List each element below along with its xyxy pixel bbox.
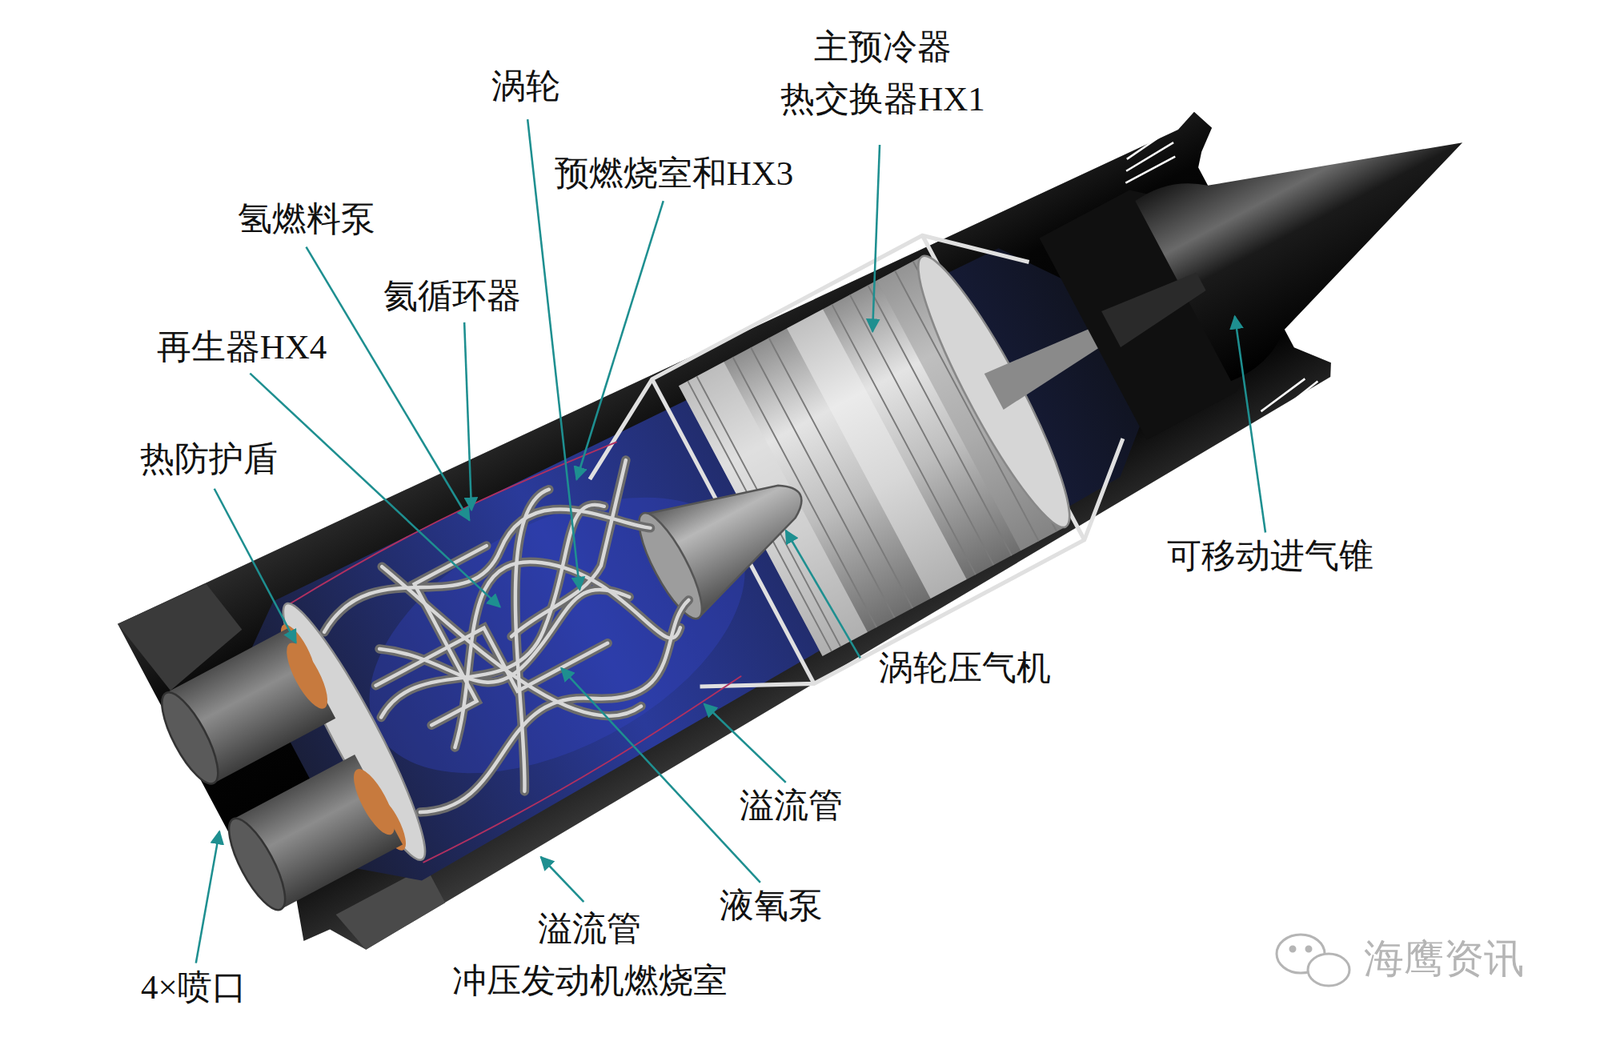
watermark-icon bbox=[1290, 946, 1296, 952]
leader-lines bbox=[704, 704, 786, 783]
part-label: 预燃烧室和HX3 bbox=[554, 148, 794, 201]
watermark-icon bbox=[1307, 954, 1350, 987]
leader-lines bbox=[196, 831, 220, 963]
intake-serrations bbox=[1124, 142, 1175, 172]
nozzles bbox=[279, 637, 336, 714]
pipework bbox=[416, 676, 749, 864]
pipework bbox=[379, 533, 636, 725]
pipework bbox=[376, 580, 609, 749]
leader-lines bbox=[541, 857, 585, 903]
nozzles bbox=[148, 620, 413, 923]
intake-cone bbox=[1101, 263, 1212, 348]
pipework bbox=[284, 429, 617, 615]
leader-lines bbox=[561, 668, 761, 883]
engine-cutaway bbox=[112, 0, 1556, 984]
part-label: 氢燃料泵 bbox=[237, 193, 376, 246]
intake-cone bbox=[1039, 41, 1517, 441]
nozzles bbox=[345, 763, 402, 840]
nozzles bbox=[218, 811, 296, 918]
part-label: 可移动进气锥 bbox=[1166, 530, 1374, 583]
pipework bbox=[376, 580, 609, 749]
pipework bbox=[339, 499, 650, 732]
rear-flap bbox=[336, 866, 448, 955]
part-label: 再生器HX4 bbox=[156, 321, 328, 374]
leader-lines bbox=[249, 373, 500, 608]
leader-lines bbox=[464, 322, 472, 511]
part-label: 热防护盾 bbox=[140, 433, 278, 486]
pipework bbox=[391, 508, 683, 753]
cutaway-interior bbox=[228, 194, 1188, 906]
part-label: 涡轮 bbox=[491, 60, 561, 113]
intake-serrations bbox=[1124, 116, 1171, 147]
pipework bbox=[339, 499, 650, 732]
part-label: 氦循环器 bbox=[383, 270, 522, 323]
leader-lines bbox=[1235, 316, 1266, 533]
part-label: 液氧泵 bbox=[719, 880, 823, 933]
part-label: 主预冷器 热交换器HX1 bbox=[772, 21, 993, 125]
intake-serrations bbox=[1123, 128, 1175, 159]
part-label: 溢流管 bbox=[739, 780, 843, 833]
nozzles bbox=[151, 685, 229, 792]
part-label: 溢流管 冲压发动机燃烧室 bbox=[447, 903, 734, 1007]
leader-lines bbox=[576, 200, 663, 480]
intake-serrations bbox=[1257, 378, 1309, 412]
intake-serrations bbox=[1125, 156, 1175, 184]
leader-lines bbox=[196, 119, 1266, 963]
pipework bbox=[368, 545, 549, 726]
leader-lines bbox=[785, 530, 861, 658]
intake-cone bbox=[1134, 52, 1512, 383]
leader-lines bbox=[872, 144, 880, 332]
watermark: 海鹰资讯 bbox=[1363, 929, 1524, 990]
leader-lines bbox=[214, 489, 297, 644]
watermark-icon bbox=[1276, 934, 1350, 987]
part-label: 涡轮压气机 bbox=[878, 642, 1051, 695]
watermark-icon bbox=[1306, 946, 1312, 952]
part-label: 4×喷口 bbox=[140, 962, 247, 1015]
